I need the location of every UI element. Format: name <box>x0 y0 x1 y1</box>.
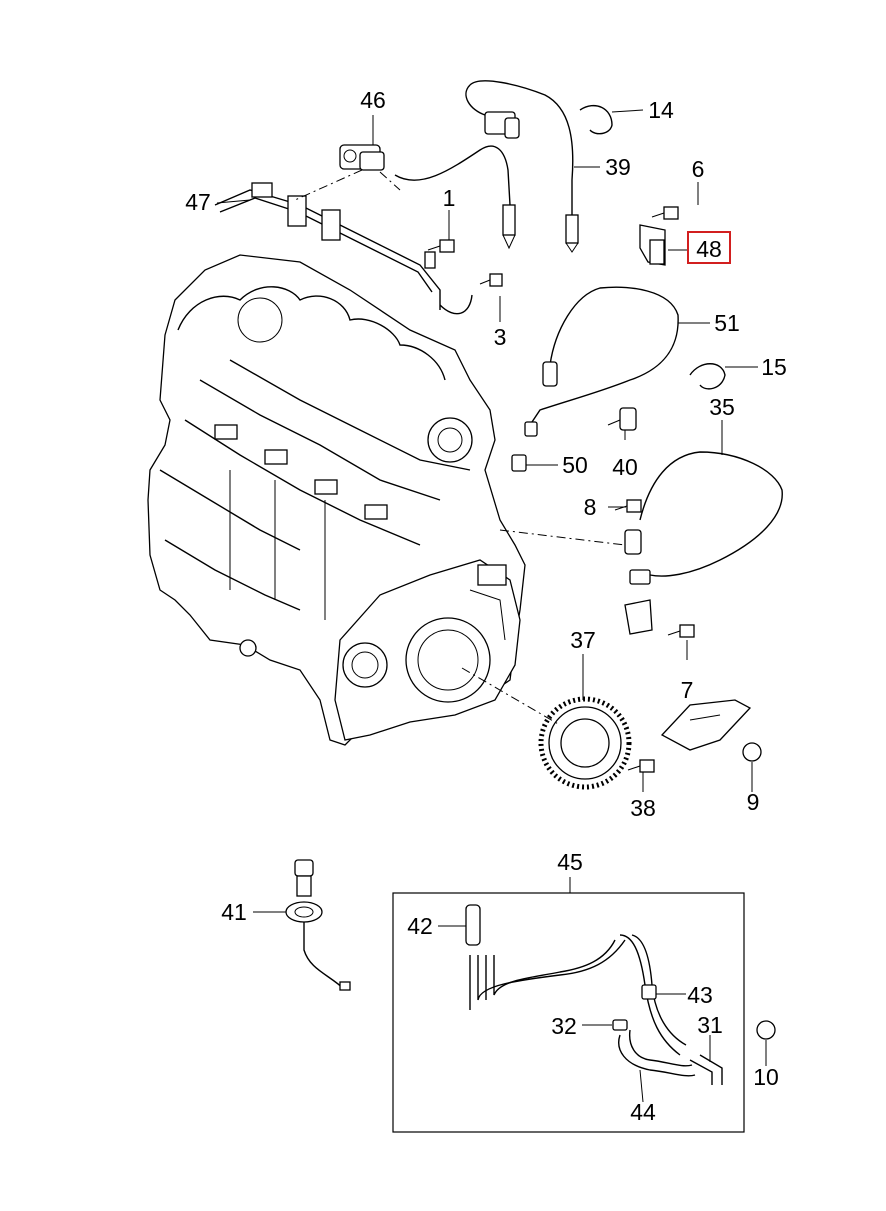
callout-40: 40 <box>612 454 638 480</box>
callout-41: 41 <box>221 899 247 925</box>
callout-51: 51 <box>714 310 740 336</box>
callout-37: 37 <box>570 627 596 653</box>
callout-9: 9 <box>747 789 760 815</box>
callout-42: 42 <box>407 913 433 939</box>
part-9-nut <box>742 742 762 762</box>
callout-43: 43 <box>687 982 713 1008</box>
part-48-crank-sensor <box>639 224 666 266</box>
bracket-assembly <box>660 699 752 751</box>
callout-39: 39 <box>605 154 631 180</box>
part-35-cam-sensor <box>624 451 783 585</box>
callout-8: 8 <box>584 494 597 520</box>
part-46-sensor <box>339 144 385 171</box>
callout-6: 6 <box>692 156 705 182</box>
sensor-bracket <box>624 599 653 635</box>
part-10-nut <box>756 1020 776 1040</box>
part-41-sender <box>285 859 351 991</box>
callout-3: 3 <box>494 324 507 350</box>
callout-labels: 46 47 1 3 14 39 6 48 51 15 35 50 40 8 37… <box>185 87 787 1125</box>
hose-kit-frame <box>392 892 745 1133</box>
part-3-bolt <box>479 273 503 287</box>
callout-48: 48 <box>696 236 722 262</box>
callout-48-highlight <box>687 231 731 264</box>
callout-32: 32 <box>551 1013 577 1039</box>
part-39-oxygen-sensor <box>394 80 579 253</box>
callout-14: 14 <box>648 97 674 123</box>
part-8-bolt <box>614 499 642 513</box>
callout-47: 47 <box>185 189 211 215</box>
part-37-reluctor-ring <box>538 696 632 790</box>
part-51-sensor-wire <box>524 286 679 437</box>
callout-45: 45 <box>557 849 583 875</box>
callout-7: 7 <box>681 677 694 703</box>
callout-44: 44 <box>630 1099 656 1125</box>
leader-lines <box>216 109 767 1103</box>
callout-31: 31 <box>697 1012 723 1038</box>
part-6-bolt <box>651 206 679 220</box>
callout-15: 15 <box>761 354 787 380</box>
part-7-bolt <box>667 624 695 638</box>
part-15-clip <box>689 363 726 390</box>
callout-38: 38 <box>630 795 656 821</box>
callout-1: 1 <box>443 185 456 211</box>
part-1-bolt <box>427 239 455 253</box>
part-38-bolt <box>627 759 655 773</box>
fuel-rail-assembly <box>214 182 473 315</box>
part-50-sensor <box>511 454 527 472</box>
engine-block <box>147 254 526 746</box>
callout-10: 10 <box>753 1064 779 1090</box>
part-40-sensor <box>607 407 637 431</box>
callout-50: 50 <box>562 452 588 478</box>
callout-46: 46 <box>360 87 386 113</box>
callout-35: 35 <box>709 394 735 420</box>
part-14-clip <box>579 105 613 135</box>
hose-kit-parts <box>465 904 723 1085</box>
